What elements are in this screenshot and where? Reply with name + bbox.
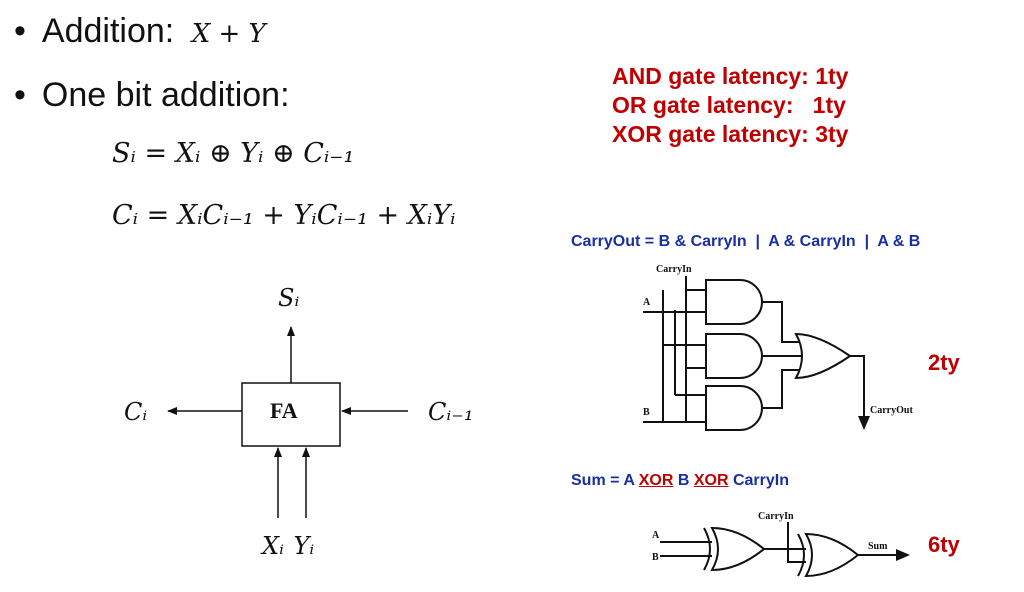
bullet-addition: • Addition: X + Y xyxy=(14,12,266,51)
or-latency: OR gate latency: 1ty xyxy=(612,92,846,118)
and-gate-3 xyxy=(705,385,763,431)
sum-circuit xyxy=(660,522,898,578)
fa-sum-out-label: Sᵢ xyxy=(278,284,300,312)
fa-inputs-label: Xᵢ Yᵢ xyxy=(262,532,315,560)
sum-formula-mid: B xyxy=(673,472,694,489)
carry-output-label: CarryOut xyxy=(870,405,913,416)
carry-formula: CarryOut = B & CarryIn | A & CarryIn | A… xyxy=(571,233,921,250)
sum-formula-xor-1: XOR xyxy=(638,472,674,489)
carry-latency-tag: 2ty xyxy=(928,350,960,375)
latency-list: AND gate latency: 1ty OR gate latency: 1… xyxy=(612,62,848,149)
and-latency: AND gate latency: 1ty xyxy=(612,63,849,89)
carry-equation: Cᵢ = XᵢCᵢ₋₁ + YᵢCᵢ₋₁ + XᵢYᵢ xyxy=(112,200,456,231)
sum-input-b-label: B xyxy=(652,552,659,563)
addition-label: Addition: xyxy=(41,12,175,50)
fa-carry-in-label: Cᵢ₋₁ xyxy=(428,398,474,426)
addition-expression: X + Y xyxy=(191,19,266,49)
carry-input-a-label: A xyxy=(643,297,651,308)
sum-formula-suffix: CarryIn xyxy=(728,472,789,489)
and-gate-2 xyxy=(705,333,763,379)
sum-carryin-label: CarryIn xyxy=(758,511,794,522)
carry-input-b-label: B xyxy=(643,407,650,418)
sum-equation: Sᵢ = Xᵢ ⊕ Yᵢ ⊕ Cᵢ₋₁ xyxy=(112,138,355,169)
carry-carryin-label: CarryIn xyxy=(656,264,692,275)
sum-arrowhead xyxy=(896,549,910,561)
sum-formula: Sum = A XOR B XOR CarryIn xyxy=(571,472,789,490)
sum-output-label: Sum xyxy=(868,541,888,552)
carry-circuit xyxy=(643,276,865,431)
fa-block-label: FA xyxy=(270,398,298,423)
bullet-dot: • xyxy=(14,12,26,50)
xor-latency: XOR gate latency: 3ty xyxy=(612,121,849,147)
xor-gate-2 xyxy=(804,532,860,578)
sum-input-a-label: A xyxy=(652,530,660,541)
sum-latency-tag: 6ty xyxy=(928,532,960,557)
fa-carry-out-label: Cᵢ xyxy=(124,398,148,426)
xor-gate-1 xyxy=(710,526,766,572)
sum-formula-xor-2: XOR xyxy=(693,472,729,489)
fa-block xyxy=(241,382,341,447)
and-gate-1 xyxy=(705,279,763,325)
or-gate xyxy=(794,332,852,380)
carry-out-arrowhead xyxy=(858,416,870,430)
bullet-one-bit: • One bit addition: xyxy=(14,76,290,115)
bullet-dot: • xyxy=(14,76,26,114)
sum-formula-prefix: Sum = A xyxy=(571,472,639,489)
one-bit-label: One bit addition: xyxy=(41,76,290,114)
